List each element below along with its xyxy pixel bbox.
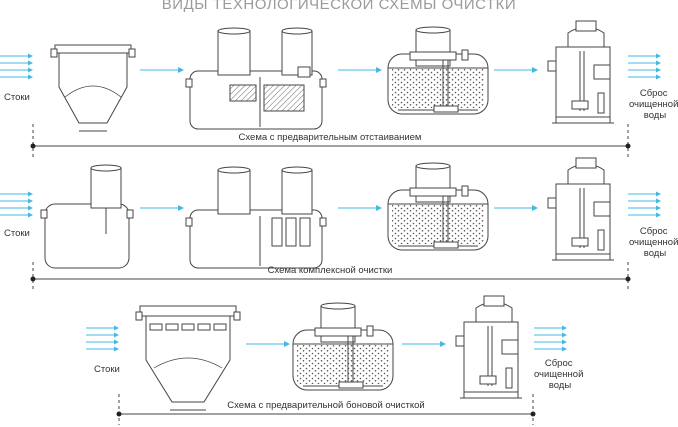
outflow-arrows-icon — [533, 325, 568, 352]
bio-reactor-icon — [387, 26, 489, 115]
input-label: Стоки — [94, 364, 120, 375]
bio-reactor-icon — [387, 162, 489, 251]
flow-arrow-icon — [337, 66, 383, 74]
clarifier-icon — [547, 20, 615, 124]
input-label: Стоки — [4, 92, 30, 103]
inflow-arrows-icon — [0, 191, 34, 218]
flow-arrow-icon — [493, 204, 539, 212]
flow-arrow-icon — [139, 66, 185, 74]
flow-arrow-icon — [401, 340, 447, 348]
output-label: Сброс очищенной воды — [534, 358, 586, 391]
bio-reactor-icon — [292, 302, 394, 391]
inflow-arrows-icon — [0, 53, 34, 80]
row-3: Стоки Сброс очищенной воды — [85, 295, 586, 425]
row-1: Стоки Сброс очищенной — [0, 20, 678, 157]
clarifier-icon — [455, 295, 523, 399]
output-label: Сброс очищенной воды — [629, 226, 678, 259]
inflow-arrows-icon — [85, 325, 120, 352]
flow-arrow-icon — [493, 66, 539, 74]
clarifier-icon — [547, 157, 615, 261]
input-label: Стоки — [4, 228, 30, 239]
dual-chamber-tank-icon — [185, 27, 327, 130]
settling-tank-icon — [50, 44, 136, 132]
dual-chamber-tank-icon — [185, 166, 327, 269]
flow-arrow-icon — [245, 340, 291, 348]
outflow-arrows-icon — [627, 191, 662, 218]
output-label: Сброс очищенной воды — [629, 88, 678, 121]
scheme-caption: Схема с предварительной боновой очисткой — [227, 400, 424, 411]
diagram-title: ВИДЫ ТЕХНОЛОГИЧЕСКОЙ СХЕМЫ ОЧИСТКИ — [161, 0, 517, 13]
row-2: Стоки Сброс очищенной воды — [0, 157, 678, 290]
flow-arrow-icon — [139, 204, 185, 212]
scheme-caption: Схема с предварительным отстаиванием — [239, 132, 422, 143]
scheme-caption: Схема комплексной очистки — [268, 265, 393, 276]
boom-settling-tank-icon — [135, 305, 241, 411]
outflow-arrows-icon — [627, 53, 662, 80]
flow-arrow-icon — [337, 204, 383, 212]
receiving-tank-icon — [40, 164, 134, 269]
